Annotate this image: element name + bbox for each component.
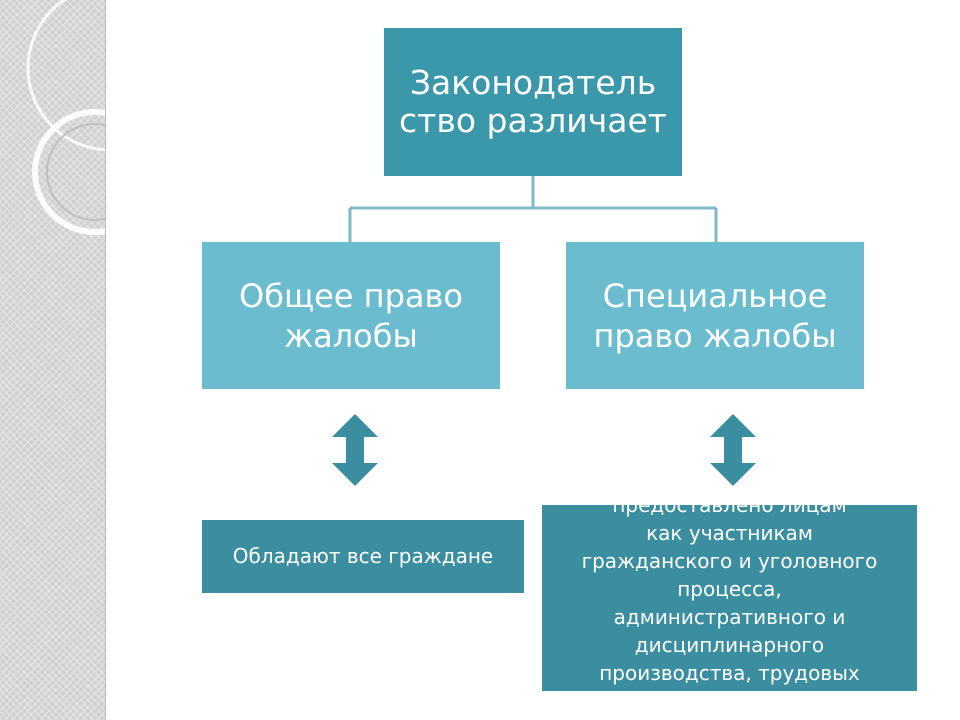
detail-node-general: Обладают все граждане <box>202 520 524 593</box>
branch-node-general-label: Общее право жалобы <box>239 276 463 355</box>
root-node: Законодатель ство различает <box>384 28 682 176</box>
detail-node-general-text: Обладают все граждане <box>232 544 494 568</box>
branch-node-special-label: Специальное право жалобы <box>593 276 837 355</box>
branch-node-special: Специальное право жалобы <box>566 242 864 389</box>
detail-node-special: предоставлено лицам как участникам гражд… <box>542 505 917 691</box>
detail-node-special-text: предоставлено лицам как участникам гражд… <box>581 505 878 685</box>
connector-lines <box>348 176 718 242</box>
decorative-side-band <box>0 0 106 720</box>
double-arrow-right-icon <box>710 414 756 486</box>
decorative-rings-icon <box>26 0 105 235</box>
double-arrow-left-icon <box>332 414 378 486</box>
root-node-label: Законодатель ство различает <box>399 63 667 140</box>
branch-node-general: Общее право жалобы <box>202 242 500 389</box>
